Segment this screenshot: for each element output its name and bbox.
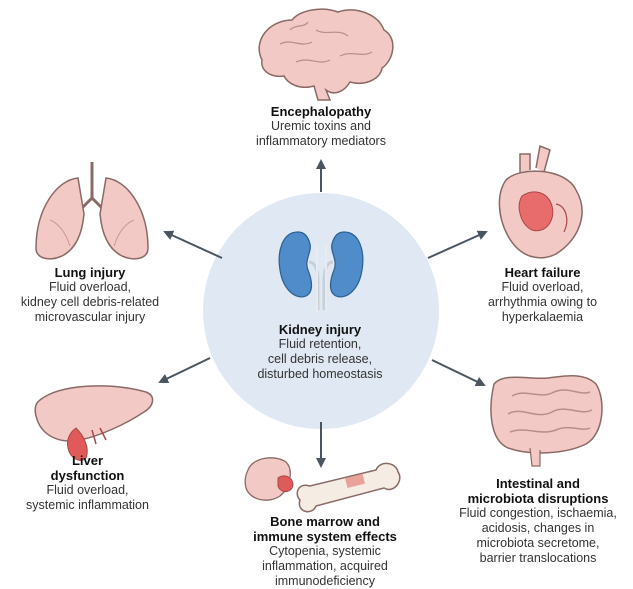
heart-icon (499, 146, 582, 258)
lung-injury-desc: Fluid overload, kidney cell debris-relat… (0, 280, 180, 325)
liver-dysfunction-desc: Fluid overload, systemic inflammation (0, 483, 175, 513)
liver-dysfunction-title: Liver dysfunction (0, 453, 175, 483)
lung-injury-label: Lung injury Fluid overload, kidney cell … (0, 265, 180, 325)
intestine-icon (491, 376, 602, 466)
encephalopathy-title: Encephalopathy (211, 104, 431, 119)
arrow-to-heart (428, 232, 486, 258)
liver-dysfunction-label: Liver dysfunction Fluid overload, system… (0, 453, 175, 513)
heart-failure-title: Heart failure (455, 265, 630, 280)
kidney-injury-label: Kidney injury Fluid retention, cell debr… (235, 322, 405, 382)
bone-marrow-icon (245, 458, 400, 512)
liver-icon (35, 386, 152, 461)
kidney-circle (203, 193, 439, 429)
intestinal-disruptions-desc: Fluid congestion, ischaemia, acidosis, c… (445, 506, 631, 566)
bone-marrow-label: Bone marrow and immune system effects Cy… (225, 514, 425, 589)
bone-marrow-desc: Cytopenia, systemic inflammation, acquir… (225, 544, 425, 589)
encephalopathy-label: Encephalopathy Uremic toxins and inflamm… (211, 104, 431, 149)
lung-icon (36, 162, 148, 259)
kidney-injury-title: Kidney injury (235, 322, 405, 337)
heart-failure-label: Heart failure Fluid overload, arrhythmia… (455, 265, 630, 325)
intestinal-disruptions-label: Intestinal and microbiota disruptions Fl… (445, 476, 631, 566)
arrow-to-liver (160, 358, 210, 382)
brain-icon (259, 9, 393, 100)
intestinal-disruptions-title: Intestinal and microbiota disruptions (445, 476, 631, 506)
bone-marrow-title: Bone marrow and immune system effects (225, 514, 425, 544)
lung-injury-title: Lung injury (0, 265, 180, 280)
arrow-to-lung (165, 232, 222, 258)
kidney-injury-desc: Fluid retention, cell debris release, di… (235, 337, 405, 382)
encephalopathy-desc: Uremic toxins and inflammatory mediators (211, 119, 431, 149)
heart-failure-desc: Fluid overload, arrhythmia owing to hype… (455, 280, 630, 325)
arrow-to-intestine (432, 360, 484, 385)
